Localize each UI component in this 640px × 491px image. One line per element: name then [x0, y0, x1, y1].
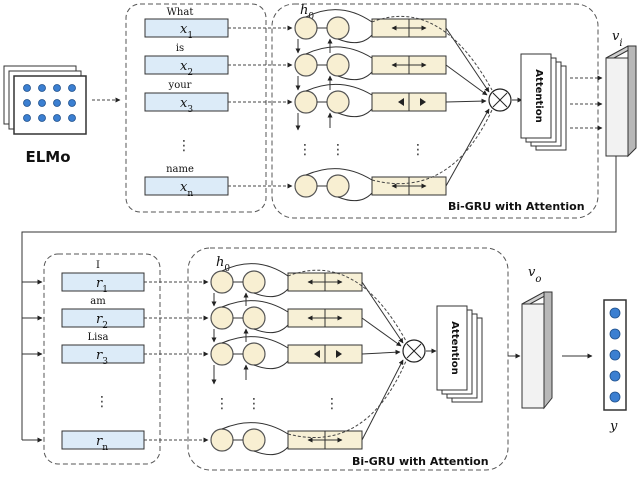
- bottom-var-3: r3: [96, 348, 108, 367]
- bottom-bigru-label: Bi-GRU with Attention: [352, 455, 489, 468]
- top-attn-lines: [371, 15, 523, 187]
- bottom-hidden-pairs: [287, 272, 363, 450]
- connector-line: [21, 156, 617, 440]
- vi-label: vi: [612, 29, 623, 49]
- bottom-var-2: r2: [96, 312, 108, 331]
- bottom-word-1: I: [96, 260, 100, 271]
- bottom-input-frame: [43, 253, 161, 465]
- top-var-n: xn: [180, 180, 193, 199]
- top-gru-links: [295, 9, 373, 202]
- bottom-word-3: Lisa: [88, 332, 109, 343]
- bottom-gru-nodes: [210, 270, 266, 452]
- top-attn-to-v: [570, 75, 603, 131]
- top-attention-block: Attention: [520, 53, 567, 151]
- bottom-input-arrows: [144, 279, 209, 443]
- vi-block: [605, 45, 637, 158]
- top-hidden-pairs: [371, 18, 447, 196]
- top-bigru-frame: [271, 3, 599, 219]
- bottom-var-n: rn: [96, 434, 108, 453]
- bottom-ellipsis: ⋮: [95, 394, 109, 410]
- bottom-word-2: am: [90, 296, 106, 307]
- elmo-icon: [3, 65, 87, 135]
- vo-block: [521, 291, 553, 410]
- bottom-attn-lines: [287, 269, 437, 441]
- elmo-label: ELMo: [25, 148, 70, 166]
- top-multiply-icon: [488, 88, 512, 112]
- top-hidden-label: h0: [300, 3, 314, 22]
- top-ellipsis-gru1: ⋮: [298, 142, 312, 158]
- top-input-frame: [125, 3, 267, 213]
- top-var-3: x3: [180, 96, 193, 115]
- bottom-gru-links: [211, 263, 289, 456]
- top-word-2: is: [176, 43, 184, 54]
- top-var-1: x1: [180, 22, 193, 41]
- bottom-multiply-icon: [402, 339, 426, 363]
- y-label: y: [609, 419, 618, 434]
- top-bigru-label: Bi-GRU with Attention: [448, 200, 585, 213]
- bottom-attention-label: Attention: [449, 321, 460, 374]
- top-var-2: x2: [180, 59, 193, 78]
- y-output-vector: [603, 299, 627, 411]
- top-ellipsis-pair: ⋮: [411, 142, 425, 158]
- top-word-3: your: [168, 80, 192, 91]
- bottom-ellipsis-pair: ⋮: [325, 396, 339, 412]
- bottom-bigru-frame: [187, 247, 509, 471]
- bottom-ellipsis-gru2: ⋮: [247, 396, 261, 412]
- vo-label: vo: [528, 265, 541, 285]
- top-ellipsis: ⋮: [177, 138, 191, 154]
- top-attention-label: Attention: [533, 69, 544, 122]
- top-word-1: What: [167, 7, 194, 18]
- bottom-inputs: I r1 am r2 Lisa r3 ⋮ rn: [61, 260, 145, 453]
- top-word-n: name: [166, 164, 194, 175]
- bottom-var-1: r1: [96, 276, 108, 295]
- bottom-attention-block: Attention: [436, 305, 483, 403]
- bottom-branch-arrows: [22, 279, 43, 443]
- top-inputs: What x1 is x2 your x3 ⋮ name xn: [144, 7, 229, 199]
- top-input-arrows: [228, 25, 293, 189]
- bottom-ellipsis-gru1: ⋮: [215, 396, 229, 412]
- top-ellipsis-gru2: ⋮: [331, 142, 345, 158]
